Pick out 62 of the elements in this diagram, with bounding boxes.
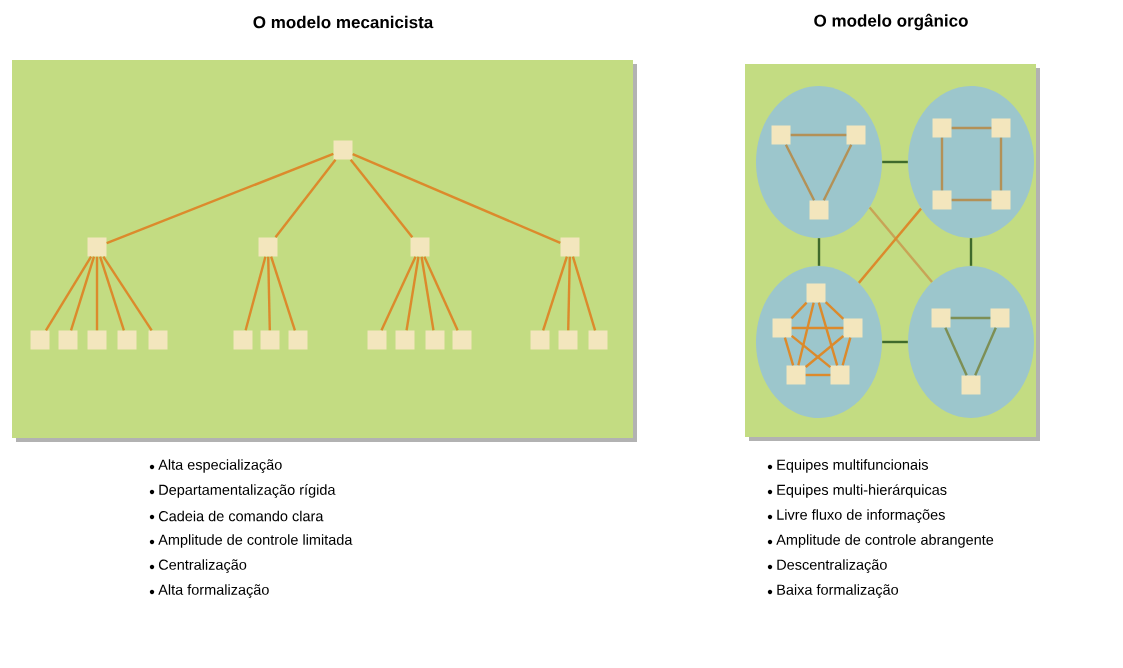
connector-line	[567, 256, 571, 331]
connector-line	[969, 238, 973, 266]
connector-line	[817, 302, 839, 366]
connector-line	[868, 206, 933, 283]
ellipse	[908, 266, 1034, 418]
connector-line	[882, 160, 908, 164]
bullet-item: Descentralização	[767, 559, 887, 573]
bullet-item: Amplitude de controle abrangente	[767, 534, 994, 548]
connector-line	[99, 256, 126, 331]
connector-line	[571, 256, 597, 331]
connector-line	[784, 144, 816, 201]
bullet-item: Amplitude de controle limitada	[149, 534, 353, 548]
connector-line	[380, 256, 417, 331]
connector-line	[822, 144, 853, 201]
bullet-item: Departamentalização rígida	[149, 484, 336, 498]
connector-line	[420, 256, 435, 331]
panel-title: O modelo orgânico	[814, 13, 968, 31]
panel-title: O modelo mecanicista	[253, 15, 434, 29]
connector-line	[841, 337, 852, 366]
connector-line	[102, 256, 153, 331]
connector-line	[95, 256, 99, 331]
connector-line	[817, 238, 821, 266]
connector-line	[542, 256, 569, 331]
connector-line	[944, 327, 968, 376]
connector-line	[244, 256, 267, 331]
connector-line	[940, 137, 944, 191]
bullet-item: Equipes multifuncionais	[767, 459, 928, 473]
bullet-item: Livre fluxo de informações	[767, 509, 945, 523]
connector-line	[790, 133, 847, 137]
connector-line	[951, 198, 992, 202]
connector-line	[270, 256, 297, 331]
connector-line	[783, 337, 795, 366]
connector-line	[44, 256, 93, 331]
connector-line	[106, 152, 334, 245]
connector-line	[790, 301, 808, 320]
bullet-item: Centralização	[149, 559, 247, 573]
bullet-item: Alta especialização	[149, 459, 282, 473]
bullet-item: Cadeia de comando clara	[149, 510, 324, 522]
connector-line	[405, 256, 420, 331]
ellipse	[756, 86, 882, 238]
connector-line	[267, 256, 271, 331]
bullet-item: Alta formalização	[149, 584, 269, 598]
connector-line	[805, 373, 831, 377]
connector-line	[950, 316, 991, 320]
ellipse	[908, 86, 1034, 238]
connector-line	[882, 340, 908, 344]
bullet-item: Baixa formalização	[767, 584, 899, 598]
connector-line	[423, 256, 459, 331]
connector-line	[791, 326, 844, 330]
connector-line	[352, 153, 561, 244]
connector-line	[824, 301, 845, 320]
connector-line	[790, 334, 832, 369]
connector-line	[69, 256, 96, 331]
connector-line	[974, 327, 997, 376]
connector-line	[349, 158, 414, 239]
connector-line	[804, 335, 845, 368]
connector-line	[857, 207, 922, 284]
bullet-item: Equipes multi-hierárquicas	[767, 484, 947, 498]
connector-line	[274, 158, 337, 239]
connector-line	[797, 302, 815, 366]
connector-line	[999, 137, 1003, 191]
connector-line	[951, 126, 992, 130]
